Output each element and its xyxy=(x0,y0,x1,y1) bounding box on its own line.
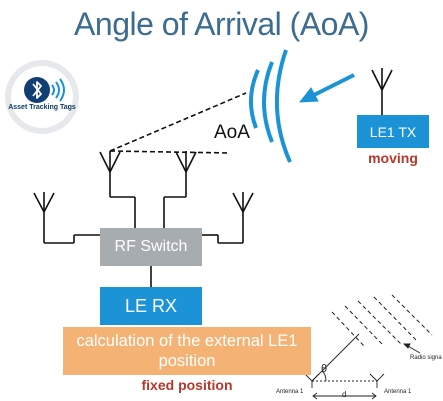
distance-label: d xyxy=(342,390,347,399)
antenna-right-label: Antenna 1 xyxy=(384,389,412,395)
signal-arrow xyxy=(298,73,355,103)
receiver-box: LE RX xyxy=(100,287,202,325)
antenna-left xyxy=(33,192,100,244)
radio-signal-label: Radio signa xyxy=(410,355,442,361)
aoa-label: AoA xyxy=(214,122,250,143)
bluetooth-icon xyxy=(24,77,65,103)
asset-tracking-badge: Asset Tracking Tags xyxy=(5,60,79,134)
baseline-dashed xyxy=(109,150,231,154)
antenna-left-label: Antenna 1 xyxy=(276,389,304,395)
antenna-right xyxy=(202,192,254,244)
fixed-position-label: fixed position xyxy=(141,377,233,393)
badge-label: Asset Tracking Tags xyxy=(8,104,76,111)
theta-label: θ xyxy=(321,363,328,375)
radio-waves xyxy=(249,49,292,163)
antenna-center-left xyxy=(99,151,136,228)
rf-switch-box: RF Switch xyxy=(100,228,202,266)
transmitter-box: LE1 TX xyxy=(357,115,429,148)
antenna-center-right xyxy=(163,151,197,228)
calculation-box: calculation of the external LE1 position xyxy=(63,327,311,375)
incident-dashed xyxy=(109,92,247,152)
diagram-title: Angle of Arrival (AoA) xyxy=(74,6,369,42)
transmitter-antenna xyxy=(371,68,393,115)
transmitter-status: moving xyxy=(368,150,418,166)
